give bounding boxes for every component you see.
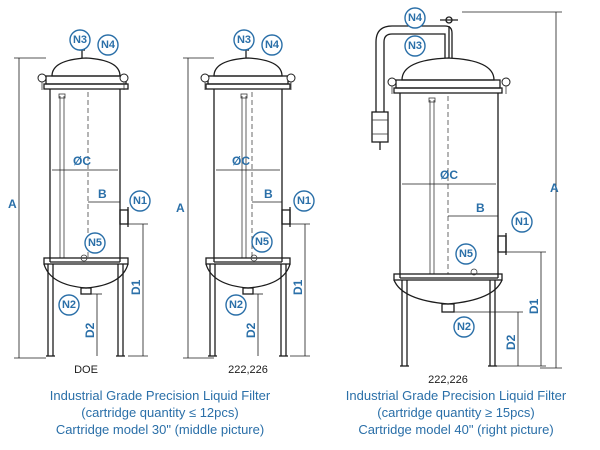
tag-n3: N3	[404, 35, 426, 57]
caption-right-line2: (cartridge quantity ≥ 15pcs)	[377, 405, 534, 420]
svg-text:N3: N3	[408, 40, 422, 52]
dim-d1-label: D1	[527, 298, 541, 314]
svg-text:N5: N5	[255, 236, 269, 248]
dim-d2-label: D2	[504, 334, 518, 350]
dim-b-label: B	[476, 201, 485, 215]
dim-d2-label: D2	[244, 322, 258, 338]
tag-n1: N1	[293, 190, 315, 212]
svg-text:N4: N4	[101, 39, 116, 51]
right-bottom-label: 222,226	[428, 374, 468, 386]
svg-text:N2: N2	[457, 321, 471, 333]
filter-middle: A ØC B	[176, 29, 315, 376]
dim-b-label: B	[264, 187, 273, 201]
left-bottom-label: DOE	[74, 364, 98, 376]
tag-n4: N4	[261, 34, 283, 56]
caption-left: Industrial Grade Precision Liquid Filter…	[50, 388, 271, 437]
dim-a-label: A	[550, 181, 559, 195]
filter-right: A ØC B	[371, 7, 562, 386]
caption-right: Industrial Grade Precision Liquid Filter…	[346, 388, 567, 437]
svg-text:N3: N3	[73, 34, 87, 46]
dim-b-label: B	[98, 187, 107, 201]
tag-n1: N1	[129, 190, 151, 212]
dim-a-label: A	[8, 197, 17, 211]
tag-n5: N5	[84, 232, 106, 254]
middle-bottom-label: 222,226	[228, 364, 268, 376]
tag-n4: N4	[404, 7, 426, 29]
tag-n2: N2	[453, 316, 475, 338]
dim-c-label: ØC	[440, 168, 458, 182]
dim-d2-label: D2	[83, 322, 97, 338]
svg-text:N1: N1	[133, 195, 147, 207]
svg-text:N5: N5	[459, 248, 473, 260]
svg-text:N2: N2	[229, 299, 243, 311]
caption-left-line1: Industrial Grade Precision Liquid Filter	[50, 388, 271, 403]
dim-c-label: ØC	[232, 154, 250, 168]
svg-text:N4: N4	[408, 12, 423, 24]
dim-d1-label: D1	[129, 279, 143, 295]
tag-n3: N3	[233, 29, 255, 51]
caption-right-line3: Cartridge model 40" (right picture)	[358, 422, 553, 437]
tag-n2: N2	[58, 294, 80, 316]
tag-n2: N2	[225, 294, 247, 316]
svg-text:N4: N4	[265, 39, 280, 51]
dim-d1-label: D1	[291, 279, 305, 295]
svg-text:N1: N1	[515, 216, 529, 228]
tag-n3: N3	[69, 29, 91, 51]
tag-n5: N5	[455, 243, 477, 265]
svg-text:N1: N1	[297, 195, 311, 207]
svg-text:N2: N2	[62, 299, 76, 311]
tag-n4: N4	[97, 34, 119, 56]
dim-c-label: ØC	[73, 154, 91, 168]
tag-n1: N1	[511, 211, 533, 233]
caption-right-line1: Industrial Grade Precision Liquid Filter	[346, 388, 567, 403]
caption-left-line3: Cartridge model 30" (middle picture)	[56, 422, 264, 437]
filter-left: A ØC B	[8, 29, 151, 376]
dim-a-label: A	[176, 201, 185, 215]
caption-left-line2: (cartridge quantity ≤ 12pcs)	[81, 405, 238, 420]
tag-n5: N5	[251, 231, 273, 253]
svg-text:N3: N3	[237, 34, 251, 46]
svg-text:N5: N5	[88, 237, 102, 249]
